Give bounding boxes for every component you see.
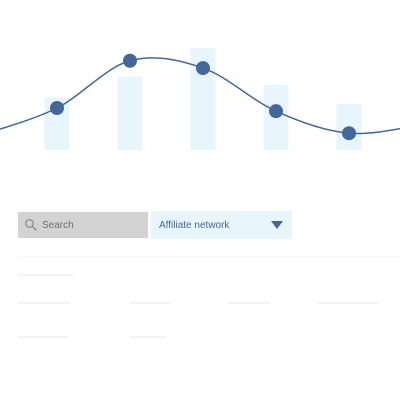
filter-bar: Affiliate network: [18, 211, 292, 239]
table-row: [18, 298, 400, 308]
table-header-row: [18, 270, 400, 280]
chart-point[interactable]: [342, 126, 356, 141]
chart-point[interactable]: [123, 53, 137, 68]
chart-point[interactable]: [50, 101, 64, 115]
trend-chart: [0, 48, 400, 150]
chevron-down-icon: [271, 221, 283, 229]
affiliate-network-select[interactable]: Affiliate network: [151, 211, 292, 239]
table-divider: [18, 256, 400, 257]
results-table: [18, 256, 400, 338]
chart-point[interactable]: [269, 104, 283, 119]
search-icon: [25, 219, 37, 231]
search-input[interactable]: [42, 219, 142, 231]
chart-point[interactable]: [196, 61, 210, 76]
affiliate-network-value: Affiliate network: [159, 219, 230, 231]
search-box[interactable]: [18, 212, 148, 238]
table-row: [18, 332, 400, 342]
chart-bar: [117, 76, 143, 150]
